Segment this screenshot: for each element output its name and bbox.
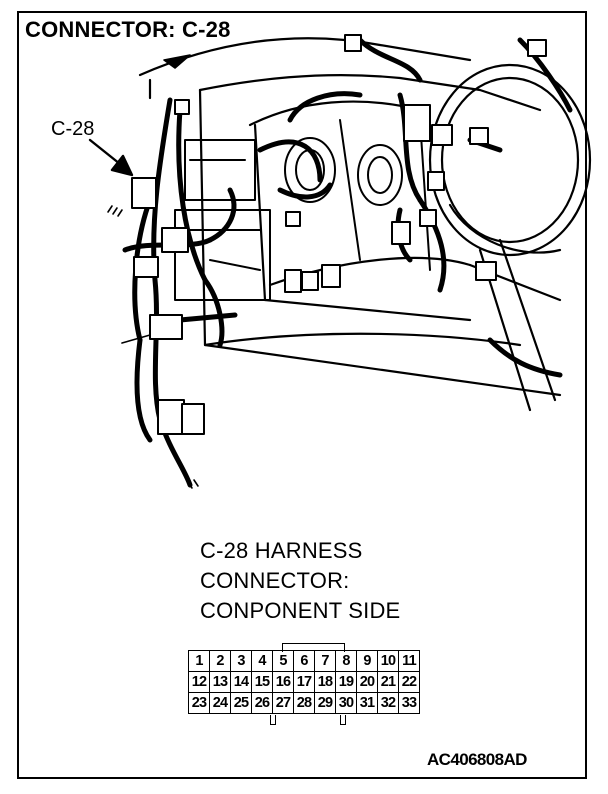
pin-cell: 3 <box>230 650 252 672</box>
pin-cell: 22 <box>398 671 420 693</box>
pin-cell: 17 <box>293 671 315 693</box>
pin-cell: 26 <box>251 692 273 714</box>
pin-cell: 16 <box>272 671 294 693</box>
pin-cell: 5 <box>272 650 294 672</box>
pin-cell: 8 <box>335 650 357 672</box>
figure-code: AC406808AD <box>427 750 527 769</box>
pin-cell: 14 <box>230 671 252 693</box>
c28-callout-arrow <box>88 138 134 177</box>
pin-cell: 23 <box>188 692 210 714</box>
pin-cell: 28 <box>293 692 315 714</box>
connector-key-notch <box>340 715 346 725</box>
pin-cell: 20 <box>356 671 378 693</box>
pin-cell: 32 <box>377 692 399 714</box>
pin-cell: 19 <box>335 671 357 693</box>
caption-line: CONPONENT SIDE <box>200 598 401 623</box>
pin-cell: 11 <box>398 650 420 672</box>
pin-cell: 33 <box>398 692 420 714</box>
connector-callout-label: C-28 <box>51 118 95 140</box>
pin-cell: 6 <box>293 650 315 672</box>
pin-cell: 12 <box>188 671 210 693</box>
caption-line: CONNECTOR: <box>200 568 350 593</box>
harness-connectors <box>131 34 547 435</box>
pin-cell: 2 <box>209 650 231 672</box>
pin-cell: 10 <box>377 650 399 672</box>
pin-cell: 13 <box>209 671 231 693</box>
pin-cell: 30 <box>335 692 357 714</box>
pin-cell: 18 <box>314 671 336 693</box>
pin-cell: 4 <box>251 650 273 672</box>
pin-cell: 27 <box>272 692 294 714</box>
pin-cell: 31 <box>356 692 378 714</box>
connector-key-tab <box>282 643 345 652</box>
pin-cell: 25 <box>230 692 252 714</box>
pin-cell: 1 <box>188 650 210 672</box>
caption-line: C-28 HARNESS <box>200 538 363 563</box>
diagram-frame <box>17 11 587 779</box>
left-bracket <box>174 139 271 301</box>
pin-cell: 29 <box>314 692 336 714</box>
pin-cell: 7 <box>314 650 336 672</box>
diagram-title: CONNECTOR: C-28 <box>25 17 234 43</box>
pin-cell: 24 <box>209 692 231 714</box>
pin-cell: 15 <box>251 671 273 693</box>
connector-key-notch <box>270 715 276 725</box>
pin-cell: 21 <box>377 671 399 693</box>
pin-cell: 9 <box>356 650 378 672</box>
cut-end-marks <box>107 54 199 489</box>
